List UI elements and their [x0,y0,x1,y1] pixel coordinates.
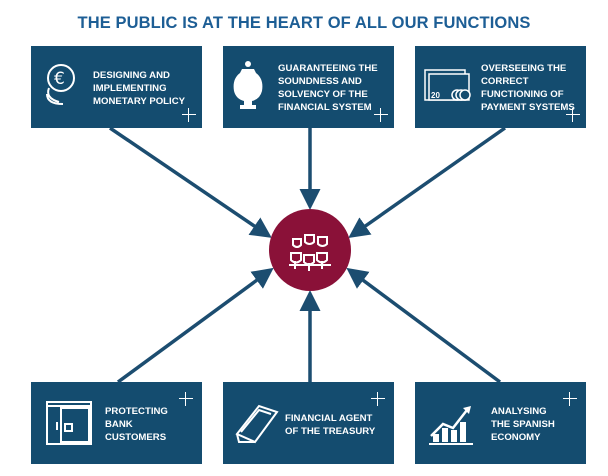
function-spanish-economy[interactable]: ANALYSING THE SPANISH ECONOMY [415,382,586,464]
expand-plus-icon[interactable] [371,392,385,406]
function-payment-systems[interactable]: 20 OVERSEEING THE CORRECT FUNCTIONING OF… [415,46,586,128]
arrow-customers [116,267,274,384]
banknote-value: 20 [431,91,440,100]
arrow-economy [346,267,502,384]
banknote-coins-icon: 20 [424,69,471,101]
expand-plus-icon[interactable] [182,108,196,122]
function-label: ANALYSING THE SPANISH ECONOMY [491,406,555,443]
arrow-monetary [109,126,272,238]
arrow-payment [348,126,507,239]
function-label: OVERSEEING THE CORRECT FUNCTIONING OF PA… [481,63,575,113]
expand-plus-icon[interactable] [563,392,577,406]
function-label: DESIGNING AND IMPLEMENTING MONETARY POLI… [93,70,186,107]
function-monetary-policy[interactable]: € DESIGNING AND IMPLEMENTING MONETARY PO… [31,46,202,128]
function-treasury[interactable]: FINANCIAL AGENT OF THE TREASURY [223,382,394,464]
function-label: GUARANTEEING THE SOUNDNESS AND SOLVENCY … [278,63,378,113]
expand-plus-icon[interactable] [374,108,388,122]
function-label: FINANCIAL AGENT OF THE TREASURY [285,413,376,437]
growth-chart-icon [429,406,473,445]
svg-text:€: € [54,69,65,89]
expand-plus-icon[interactable] [179,392,193,406]
people-icon [289,234,331,271]
function-bank-customers[interactable]: PROTECTING BANK CUSTOMERS [31,382,202,464]
page-title: THE PUBLIC IS AT THE HEART OF ALL OUR FU… [77,14,531,32]
gold-bar-icon [235,404,279,444]
public-hub [269,209,351,291]
expand-plus-icon[interactable] [566,108,580,122]
function-financial-system[interactable]: GUARANTEEING THE SOUNDNESS AND SOLVENCY … [223,46,394,128]
piggy-jar-icon [233,61,263,109]
euro-coins-icon: € [46,64,75,105]
safe-icon [46,401,92,445]
function-label: PROTECTING BANK CUSTOMERS [105,406,168,443]
